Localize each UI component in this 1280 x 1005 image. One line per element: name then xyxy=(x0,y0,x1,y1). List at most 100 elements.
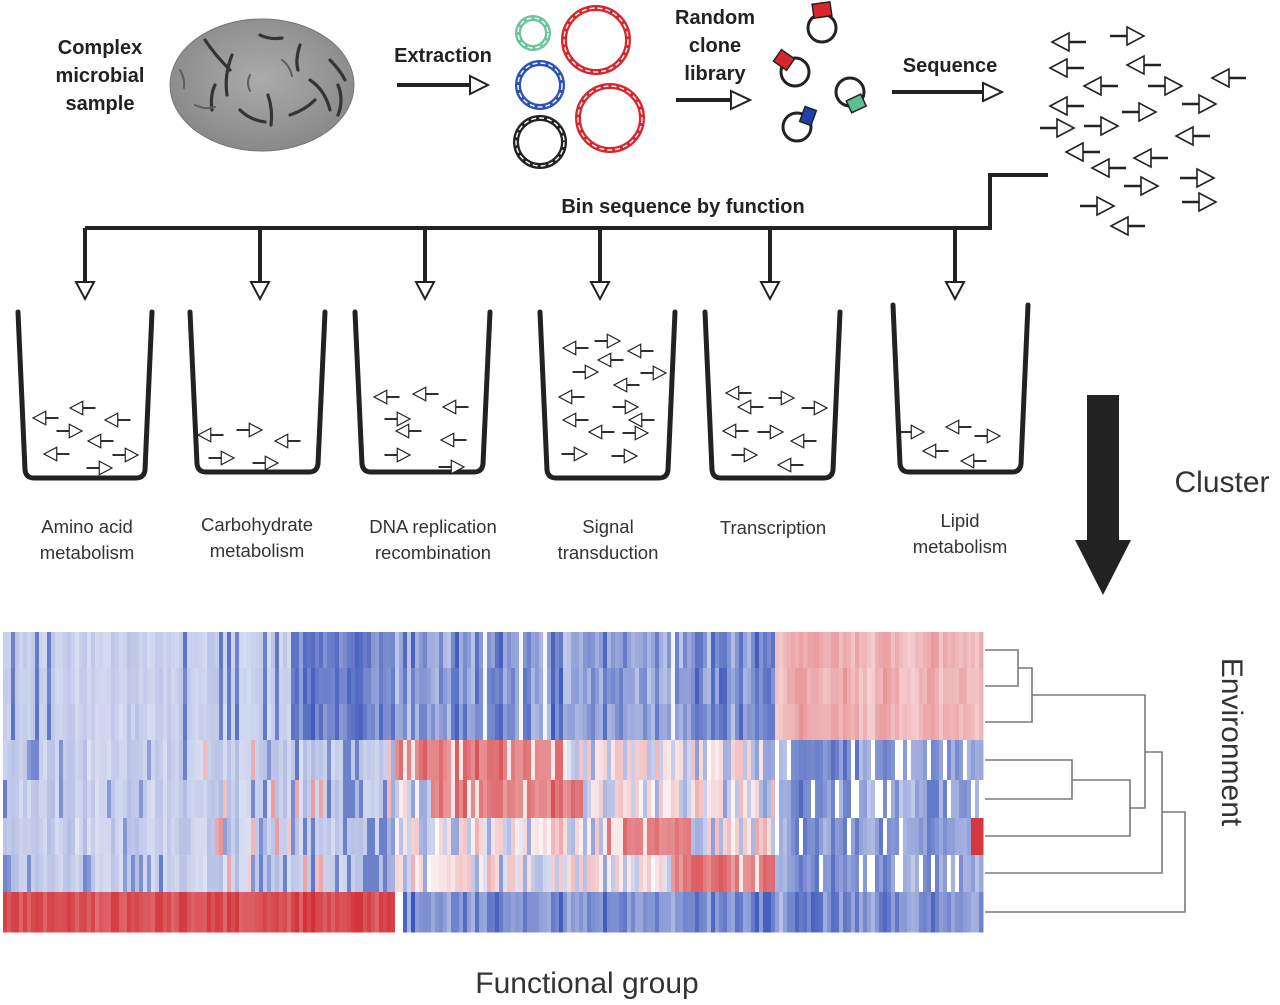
heatmap-cell xyxy=(967,632,972,669)
heatmap-cell xyxy=(471,632,476,669)
heatmap-cell xyxy=(599,780,604,819)
heatmap-cell xyxy=(803,740,808,781)
heatmap-cell xyxy=(267,818,272,856)
heatmap-cell xyxy=(403,632,408,669)
heatmap-cell xyxy=(115,818,120,856)
heatmap-cell xyxy=(579,668,584,705)
sequence-fragment-arrow xyxy=(611,448,639,464)
heatmap-cell xyxy=(103,818,108,856)
heatmap-cell xyxy=(883,632,888,669)
heatmap-cell xyxy=(903,704,908,741)
heatmap-cell xyxy=(307,740,312,781)
heatmap-cell xyxy=(547,704,552,741)
heatmap-cell xyxy=(179,818,184,856)
heatmap-cell xyxy=(915,704,920,741)
heatmap-cell xyxy=(799,780,804,819)
heatmap-cell xyxy=(239,818,244,856)
heatmap-cell xyxy=(939,855,944,893)
library-label-line: Random xyxy=(675,7,755,29)
library-label-line: clone xyxy=(689,35,741,57)
heatmap-cell xyxy=(107,668,112,705)
heatmap-cell xyxy=(835,632,840,669)
heatmap-cell xyxy=(631,818,636,856)
heatmap-cell xyxy=(307,668,312,705)
heatmap-cell xyxy=(631,668,636,705)
heatmap-cell xyxy=(799,855,804,893)
sequence-fragment-arrow xyxy=(56,423,84,439)
heatmap-cell xyxy=(347,892,352,933)
heatmap-cell xyxy=(435,740,440,781)
heatmap-cell xyxy=(515,780,520,819)
bin-beaker-lipid xyxy=(890,302,1031,475)
heatmap-cell xyxy=(919,668,924,705)
heatmap-cell xyxy=(955,780,960,819)
heatmap-cell xyxy=(651,632,656,669)
heatmap-cell xyxy=(603,780,608,819)
heatmap-cell xyxy=(387,855,392,893)
heatmap-cell xyxy=(227,704,232,741)
sequence-fragment-arrow xyxy=(1122,101,1158,123)
heatmap-cell xyxy=(283,740,288,781)
heatmap-cell xyxy=(551,740,556,781)
heatmap-cell xyxy=(527,855,532,893)
heatmap-cell xyxy=(939,892,944,933)
heatmap-cell xyxy=(939,632,944,669)
sequence-fragment-arrow xyxy=(86,433,114,449)
heatmap-cell xyxy=(151,780,156,819)
heatmap-cell xyxy=(879,704,884,741)
heatmap-cell xyxy=(399,780,404,819)
heatmap-cell xyxy=(223,632,228,669)
heatmap-cell xyxy=(343,668,348,705)
heatmap-cell xyxy=(51,668,56,705)
heatmap-cell xyxy=(99,780,104,819)
bin-beaker-carbohydrate xyxy=(187,309,328,475)
heatmap-cell xyxy=(3,632,8,669)
heatmap-cell xyxy=(47,892,52,933)
heatmap-cell xyxy=(319,855,324,893)
heatmap-cell xyxy=(559,892,564,933)
heatmap-cell xyxy=(47,818,52,856)
heatmap-cell xyxy=(167,668,172,705)
heatmap-cell xyxy=(855,780,860,819)
heatmap-cell xyxy=(459,704,464,741)
heatmap-cell xyxy=(135,668,140,705)
sequence-fragment-arrow xyxy=(626,343,654,359)
heatmap-cell xyxy=(131,704,136,741)
heatmap-cell xyxy=(935,818,940,856)
heatmap-cell xyxy=(739,632,744,669)
heatmap-cell xyxy=(691,892,696,933)
bin-beaker-amino-acid xyxy=(15,309,155,481)
heatmap-cell xyxy=(819,855,824,893)
heatmap-cell xyxy=(483,704,488,741)
heatmap-cell xyxy=(35,818,40,856)
heatmap-cell xyxy=(279,780,284,819)
heatmap-cell xyxy=(651,668,656,705)
heatmap-cell xyxy=(187,632,192,669)
heatmap-cell xyxy=(735,818,740,856)
heatmap-cell xyxy=(359,892,364,933)
heatmap-cell xyxy=(823,780,828,819)
sample-label-line: sample xyxy=(66,93,135,115)
heatmap-cell xyxy=(967,855,972,893)
heatmap-cell xyxy=(355,780,360,819)
heatmap-cell xyxy=(843,892,848,933)
heatmap-cell xyxy=(19,780,24,819)
heatmap-cell xyxy=(563,704,568,741)
heatmap-cell xyxy=(887,704,892,741)
heatmap-cell xyxy=(691,704,696,741)
heatmap-cell xyxy=(159,632,164,669)
heatmap-cell xyxy=(291,632,296,669)
sequence-fragment-arrow xyxy=(1040,117,1076,139)
heatmap-cell xyxy=(967,780,972,819)
heatmap-cell xyxy=(27,740,32,781)
heatmap-cell xyxy=(495,855,500,893)
heatmap-cell xyxy=(599,668,604,705)
heatmap-cell xyxy=(327,632,332,669)
heatmap-cell xyxy=(143,818,148,856)
sequence-fragment-arrow xyxy=(974,428,1002,444)
heatmap-cell xyxy=(707,855,712,893)
heatmap-cell xyxy=(411,740,416,781)
heatmap-cell xyxy=(767,855,772,893)
heatmap-cell xyxy=(203,818,208,856)
